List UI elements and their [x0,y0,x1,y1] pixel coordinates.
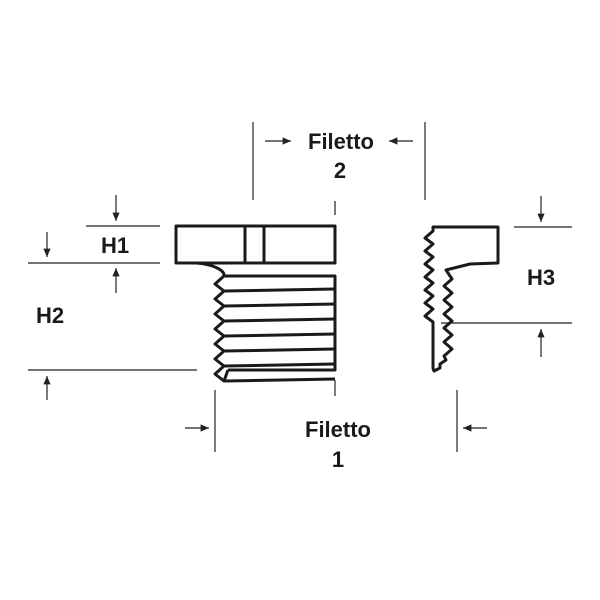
thread1-number: 1 [332,447,344,472]
h1-label: H1 [101,233,129,258]
hex-head [174,224,337,265]
thread1-label: Filetto [305,417,371,442]
h3-dimension: H3 [441,196,572,357]
thread2-number: 2 [334,158,346,183]
bushing-section-view [423,225,500,373]
thread1-dimension: Filetto 1 [185,390,487,472]
thread-body [195,261,337,372]
thread-profile [213,274,336,383]
thread2-dimension: Filetto 2 [252,122,426,200]
h3-label: H3 [527,265,555,290]
bushing-front-view [174,224,337,383]
thread2-label: Filetto [308,129,374,154]
section-profile [423,225,500,373]
h2-label: H2 [36,303,64,328]
h1-h2-dimension: H1 H2 [28,195,197,400]
